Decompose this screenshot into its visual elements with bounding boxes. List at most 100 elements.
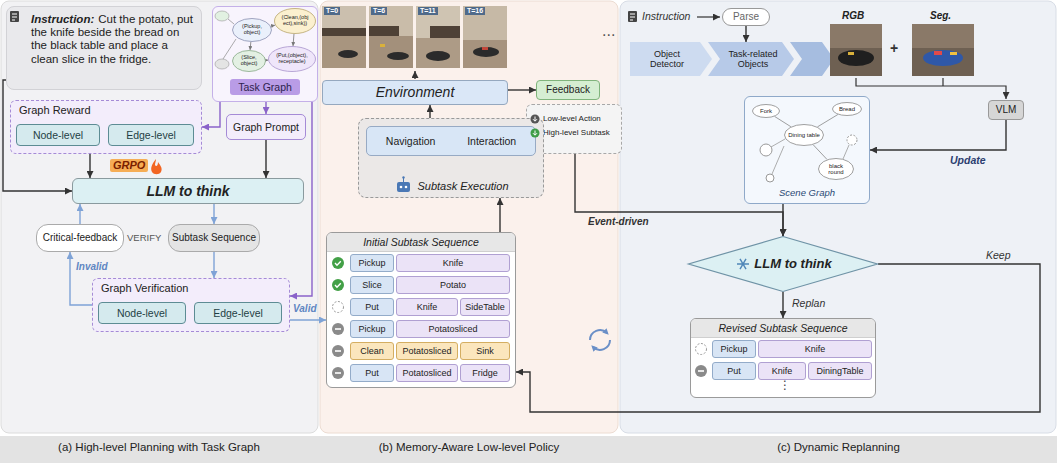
node-text: Feedback (546, 84, 590, 96)
connector-arrow (782, 292, 783, 318)
node-text: Knife (805, 344, 826, 354)
robot-icon (403, 178, 404, 182)
status-icon (695, 365, 707, 377)
image-label: RGB (842, 10, 864, 22)
cycle-icon (590, 330, 607, 340)
time-label: T=0 (324, 7, 340, 15)
status-icon (332, 367, 344, 379)
plus-sign: + (890, 40, 898, 56)
node-text: Potatosliced (428, 324, 477, 334)
environment-frames (416, 38, 460, 68)
status-icon (332, 323, 344, 335)
process-box: Critical-feedback (36, 224, 124, 252)
parse-arrow (697, 16, 720, 17)
segmentation-image (912, 24, 974, 76)
node-text: VLM (996, 104, 1017, 116)
node-text: Edge-level (213, 307, 263, 319)
graph-node: (Clean,(obj ect),sink)) (274, 8, 316, 34)
connector-arrow (508, 89, 536, 90)
node-text: Scene Graph (779, 188, 835, 199)
panel-background (1, 1, 1056, 433)
connector-arrow (266, 60, 268, 61)
caption-band (0, 436, 1057, 463)
rgb-image (830, 48, 882, 76)
graph-node: Dining table (784, 124, 824, 146)
segmentation-image (934, 51, 942, 55)
document-icon (628, 11, 637, 22)
connector-arrow (575, 154, 783, 236)
rgb-image (830, 24, 882, 76)
connector-arrow (782, 204, 783, 236)
status-icon (335, 261, 341, 265)
node-text: (Put,(object), receptacle) (272, 53, 312, 65)
connector-arrow (265, 140, 266, 178)
image-to-vlm-arrow (856, 78, 1006, 99)
environment-frames (473, 47, 499, 57)
method-tag: GRPO (110, 159, 148, 172)
node-text: Slice (362, 280, 382, 290)
node-text: Subtask Execution (417, 180, 508, 193)
status-icon (332, 345, 344, 357)
node-text: Clean (360, 346, 384, 356)
node-text: Interaction (467, 135, 516, 147)
parse-box: Parse (722, 8, 770, 26)
panel-caption: (c) Dynamic Replanning (620, 441, 1057, 454)
connector-arrow (79, 204, 80, 224)
environment-frames (369, 6, 413, 68)
group-box: Graph VerificationNode-levelEdge-level (92, 278, 290, 332)
connector-arrow (265, 102, 266, 114)
node-text: LLM to think (146, 183, 229, 199)
node-text: Edge-level (126, 129, 176, 141)
node-text: (Slice, object) (236, 55, 262, 67)
edge-label: Valid (293, 303, 317, 315)
ellipse-outline (785, 125, 824, 146)
image-to-vlm-arrow (942, 78, 943, 86)
edge-label: Update (950, 154, 986, 166)
environment-frames (482, 47, 488, 50)
environment-box: Environment (322, 80, 508, 105)
node-text: Graph Prompt (233, 121, 299, 133)
node-text: Task-related Objects (724, 49, 782, 70)
node-text: Sink (476, 346, 494, 356)
connector-arrow (813, 145, 827, 160)
task-graph-background (215, 59, 229, 69)
rgb-image (830, 24, 882, 76)
subtask-cell: Put (350, 364, 394, 382)
node-text: Pickup (720, 344, 747, 354)
node-text: Fridge (472, 368, 498, 378)
graph-node: (Pickup, object) (232, 18, 272, 42)
connector-arrow (429, 105, 430, 118)
time-label: T=11 (418, 7, 438, 15)
ellipse-outline (269, 47, 316, 72)
connector-arrow (290, 319, 326, 320)
environment-frames (380, 44, 385, 47)
node-text: Navigation (386, 135, 436, 147)
connector-arrow (870, 120, 1006, 150)
robot-icon (402, 176, 404, 178)
node-text: Put (365, 302, 379, 312)
segmentation-image (923, 50, 963, 66)
graph-node: (Put,(object), receptacle) (268, 46, 316, 72)
flame-icon (151, 159, 161, 174)
node-text: Graph Reward (19, 104, 193, 117)
subtask-cell: SideTable (460, 298, 510, 316)
node-text: Node-level (117, 307, 167, 319)
environment-frames (322, 36, 366, 68)
ellipse-outline (233, 19, 272, 42)
group-box: Graph RewardNode-levelEdge-level (10, 100, 202, 154)
level-box: Edge-level (194, 302, 282, 324)
graph-node: Fork (752, 104, 780, 118)
ellipse-outline (833, 103, 862, 116)
subtask-cell: Knife (758, 362, 806, 380)
scene-graph-background (766, 174, 774, 182)
connector-arrow (250, 42, 252, 50)
edge-label: Replan (792, 297, 825, 309)
subtask-cell: Pickup (712, 340, 756, 358)
pipeline-chevron (790, 42, 834, 76)
node-text: Potatosliced (402, 346, 451, 356)
environment-frames (338, 50, 358, 58)
connector-arrow (499, 198, 500, 232)
process-box: Navigation Interaction (366, 126, 536, 156)
node-text: Pickup (358, 258, 385, 268)
connector-arrow (775, 116, 791, 126)
